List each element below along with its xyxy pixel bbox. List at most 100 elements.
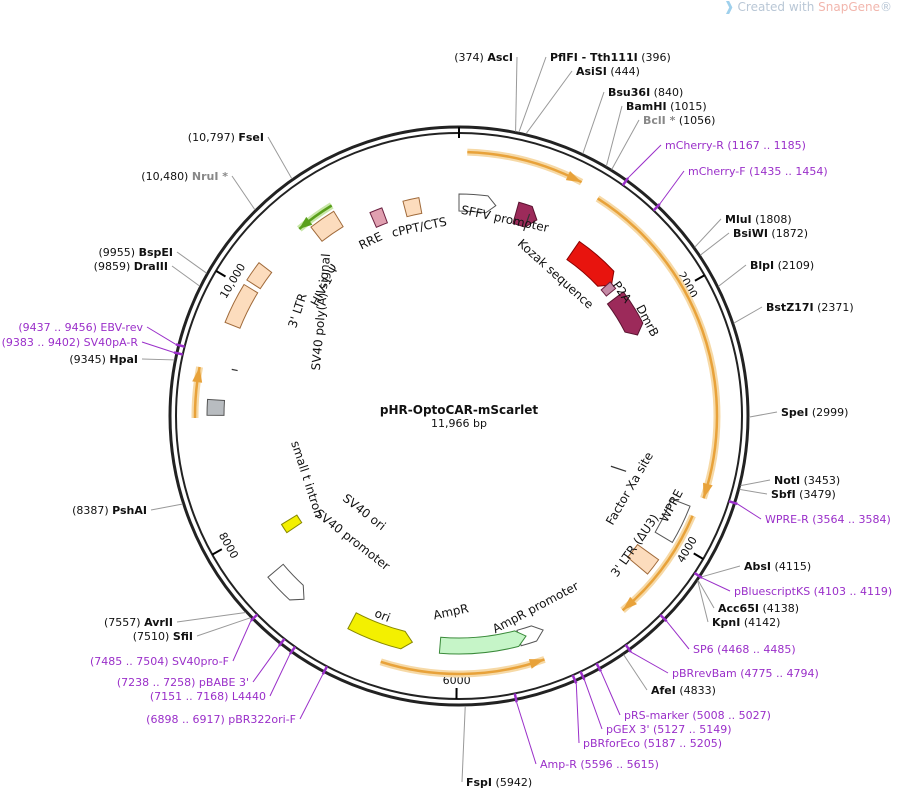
p2a-box xyxy=(600,281,617,297)
orf-arrowhead xyxy=(622,596,637,611)
site-position: (2371) xyxy=(814,301,854,314)
site-position: (10,797) xyxy=(188,131,239,144)
site-position: (840) xyxy=(650,86,683,99)
restriction-site-label: Bsu36I (840) xyxy=(608,86,683,99)
kozak-marker-arrow xyxy=(512,201,538,228)
site-name: AbsI xyxy=(744,560,771,573)
site-name: AfeI xyxy=(651,684,676,697)
site-position: (396) xyxy=(638,51,671,64)
orf-arc xyxy=(596,197,719,499)
primer-mark xyxy=(321,665,329,675)
site-position: (9859) xyxy=(94,260,134,273)
primer-label: mCherry-R (1167 .. 1185) xyxy=(665,139,806,152)
site-leader-line xyxy=(611,119,640,170)
plasmid-length: 11,966 bp xyxy=(431,417,487,430)
site-position: (1015) xyxy=(667,100,707,113)
primer-mark xyxy=(621,177,630,186)
primer-mark xyxy=(624,644,632,653)
feature-label-sffv-promoter: SFFV promoter xyxy=(460,203,550,235)
primer-leader-line xyxy=(232,620,252,662)
primer-leader-line xyxy=(146,326,177,345)
site-name: HpaI xyxy=(109,353,138,366)
site-leader-line xyxy=(171,265,201,287)
restriction-site-label: AsiSI (444) xyxy=(576,65,640,78)
site-name: AsiSI xyxy=(576,65,607,78)
plasmid-backbone xyxy=(168,125,750,707)
ampr-promoter-arrow xyxy=(516,625,544,647)
primer-leader-line xyxy=(627,144,662,179)
feature-label-ori: ori xyxy=(373,606,393,625)
restriction-site-label: MluI (1808) xyxy=(725,213,792,226)
site-position: (7557) xyxy=(104,616,144,629)
site-leader-line xyxy=(718,264,747,287)
restriction-sites: (374) AscI PflFI - Tth111I (396)AsiSI (44… xyxy=(69,51,853,789)
site-name: NotI xyxy=(774,474,800,487)
primer-mark xyxy=(571,674,578,684)
cppt-cts-box xyxy=(369,207,389,228)
site-position: (1808) xyxy=(752,213,792,226)
primer-label: SP6 (4468 .. 4485) xyxy=(693,643,796,656)
primer-leader-line xyxy=(269,653,291,697)
restriction-site-label: AfeI (4833) xyxy=(651,684,716,697)
restriction-site-label: FspI (5942) xyxy=(466,776,532,789)
orf-arrowhead xyxy=(528,659,545,669)
primer-leader-line xyxy=(516,702,537,765)
snapgene-leaf-icon: ❱ xyxy=(723,0,735,15)
site-leader-line xyxy=(176,611,246,623)
site-name: SfiI xyxy=(173,630,193,643)
primer-label: Amp-R (5596 .. 5615) xyxy=(540,758,659,771)
site-name: DraIII xyxy=(134,260,168,273)
site-position: (374) xyxy=(454,51,487,64)
site-leader-line xyxy=(150,503,183,511)
site-leader-line xyxy=(740,479,771,487)
restriction-site-label: (374) AscI xyxy=(454,51,513,64)
rre-box xyxy=(310,210,344,242)
restriction-site-label: (8387) PshAI xyxy=(72,504,147,517)
restriction-site-label: (7557) AvrII xyxy=(104,616,173,629)
ampr-arrow xyxy=(438,630,527,655)
tick-mark xyxy=(215,270,227,278)
site-name: AscI xyxy=(487,51,513,64)
restriction-site-label: BamHI (1015) xyxy=(626,100,707,113)
primer-label: pBRforEco (5187 .. 5205) xyxy=(583,737,722,750)
restriction-site-label: Acc65I (4138) xyxy=(718,602,799,615)
primer-leader-line xyxy=(701,577,731,592)
primer-leader-line xyxy=(737,503,762,520)
snapgene-watermark: ❱Created with SnapGene® xyxy=(724,0,892,15)
site-name: AvrII xyxy=(144,616,173,629)
plasmid-name: pHR-OptoCAR-mScarlet xyxy=(380,403,538,417)
factor-xa-marker xyxy=(610,465,627,472)
site-leader-line xyxy=(605,105,623,167)
tick-mark xyxy=(693,552,704,560)
feature-label-ampr: AmpR xyxy=(432,601,470,622)
site-position: (10,480) xyxy=(141,170,192,183)
primer-mark xyxy=(173,351,184,356)
tick-mark xyxy=(694,274,706,282)
sv40-polya-box xyxy=(206,398,226,416)
site-position: (3479) xyxy=(796,488,836,501)
primer-label: (7485 .. 7504) SV40pro-F xyxy=(90,655,229,668)
feature-glyphs xyxy=(206,193,691,655)
primer-mark xyxy=(288,646,297,655)
site-leader-line xyxy=(515,56,518,132)
site-name: KpnI xyxy=(712,616,740,629)
ltr-du3-box xyxy=(626,543,660,575)
primer-mark xyxy=(250,613,259,622)
restriction-site-label: PflFI - Tth111I (396) xyxy=(550,51,671,64)
primer-label: pBluescriptKS (4103 .. 4119) xyxy=(734,585,892,598)
site-name: Bsu36I xyxy=(608,86,650,99)
site-position: (4115) xyxy=(771,560,811,573)
site-name: BlpI xyxy=(750,259,774,272)
restriction-site-label: KpnI (4142) xyxy=(712,616,780,629)
site-leader-line xyxy=(694,218,722,248)
site-leader-line xyxy=(518,56,547,133)
kozak-sequence-marker xyxy=(523,213,531,232)
dmrb-arrow xyxy=(606,291,644,336)
primer-leader-line xyxy=(659,170,685,205)
cppt-box xyxy=(402,197,423,218)
green-orf-arrowhead xyxy=(299,216,313,229)
site-name: BamHI xyxy=(626,100,667,113)
feature-label-cppt-cts: cPPT/CTS xyxy=(390,215,447,240)
site-position: (2999) xyxy=(808,406,848,419)
site-name: SpeI xyxy=(781,406,808,419)
